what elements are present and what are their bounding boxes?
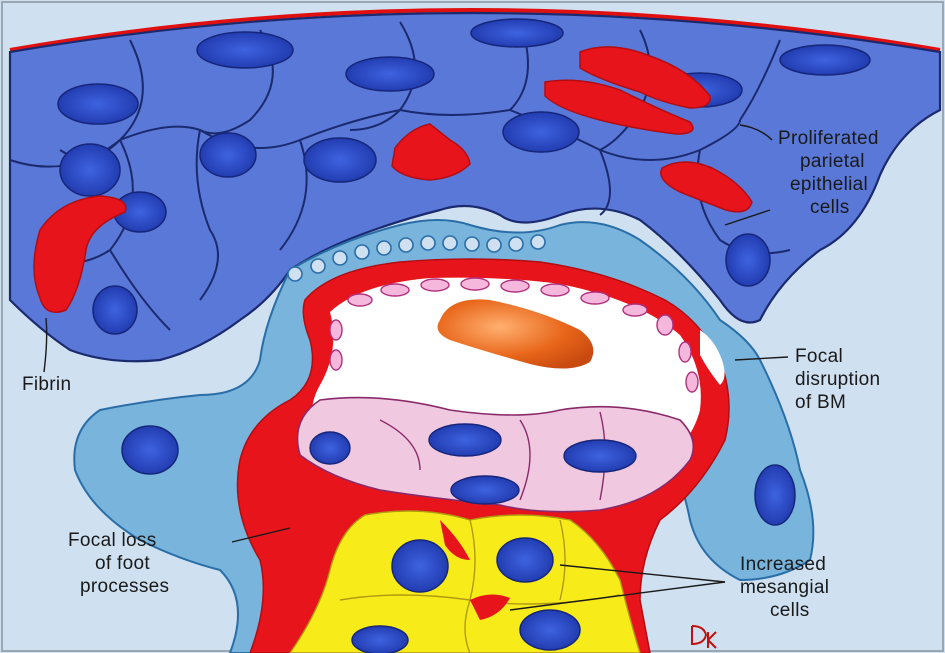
label-proliferated-line3: epithelial <box>790 174 868 195</box>
label-proliferated-line2: parietal <box>800 151 865 172</box>
label-focal-disruption-line2: disruption <box>795 369 880 390</box>
label-mesangial-line3: cells <box>770 600 810 621</box>
label-proliferated-line4: cells <box>810 197 850 218</box>
label-focal-loss-line2: of foot <box>95 553 150 574</box>
label-focal-loss-line1: Focal loss <box>68 530 157 551</box>
label-focal-disruption-line1: Focal <box>795 346 843 367</box>
label-mesangial-line1: Increased <box>740 554 826 575</box>
label-focal-disruption-line3: of BM <box>795 392 846 413</box>
label-proliferated-line1: Proliferated <box>778 128 879 149</box>
label-fibrin: Fibrin <box>22 374 71 395</box>
label-mesangial-line2: mesangial <box>740 577 829 598</box>
label-focal-loss-line3: processes <box>80 576 169 597</box>
